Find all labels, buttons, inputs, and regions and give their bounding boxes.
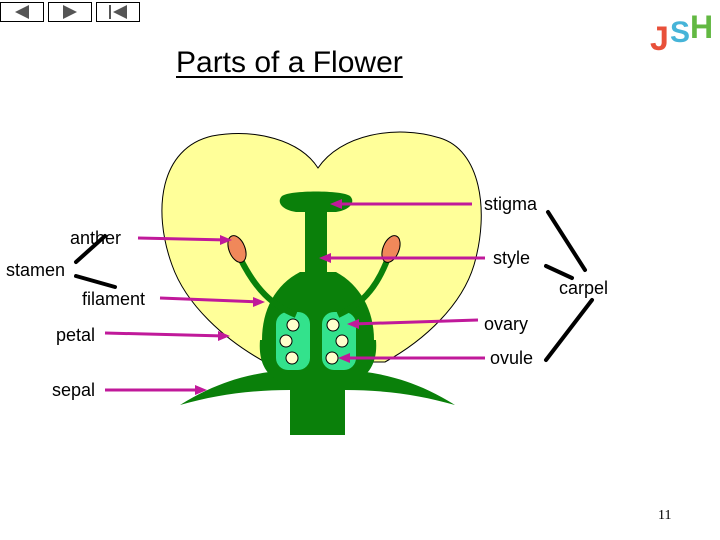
first-slide-icon xyxy=(15,5,29,19)
bracket-lines xyxy=(74,210,594,362)
style-shape xyxy=(305,208,327,280)
stigma-shape xyxy=(279,191,353,212)
anther-right xyxy=(381,235,401,263)
logo-letter-j: J xyxy=(650,20,669,56)
label-stamen: stamen xyxy=(6,260,66,280)
stamen-bracket-upper xyxy=(74,234,107,264)
slide-title: Parts of a Flower xyxy=(176,46,403,79)
logo-letter-h: H xyxy=(690,9,713,45)
carpel-bracket-upper xyxy=(546,210,587,272)
label-stigma: stigma xyxy=(484,194,538,214)
next-slide-button[interactable] xyxy=(48,2,92,22)
label-filament: filament xyxy=(82,289,146,309)
label-ovule: ovule xyxy=(490,348,534,368)
sepal-right-shape xyxy=(345,370,455,405)
next-arrow-icon xyxy=(63,5,77,19)
first-slide-button[interactable] xyxy=(0,2,44,22)
label-anther: anther xyxy=(70,228,122,248)
ovary-locule-left xyxy=(276,312,310,370)
anther-left xyxy=(227,235,247,263)
logo-letter-s: S xyxy=(670,16,690,49)
jsh-logo: J S H xyxy=(650,9,713,56)
slide-number: 11 xyxy=(658,508,672,523)
carpel-bracket-middle xyxy=(544,264,574,280)
pointer-filament xyxy=(159,296,261,304)
label-carpel: carpel xyxy=(559,278,609,298)
last-slide-icon xyxy=(109,5,127,19)
sepal-left-shape xyxy=(180,370,290,405)
label-sepal: sepal xyxy=(52,380,96,400)
carpel-bracket-lower xyxy=(544,298,594,362)
pointer-anther xyxy=(137,236,229,242)
last-slide-button[interactable] xyxy=(96,2,140,22)
stamen-bracket-lower xyxy=(74,274,117,289)
ovules xyxy=(279,318,349,365)
pointer-arrows xyxy=(104,199,485,395)
filament-right xyxy=(336,256,391,318)
label-ovary: ovary xyxy=(484,314,529,334)
label-petal: petal xyxy=(56,325,96,345)
label-style: style xyxy=(493,248,531,268)
pointer-ovary xyxy=(351,318,479,326)
filament-left xyxy=(237,256,298,318)
pointer-petal xyxy=(104,331,226,338)
